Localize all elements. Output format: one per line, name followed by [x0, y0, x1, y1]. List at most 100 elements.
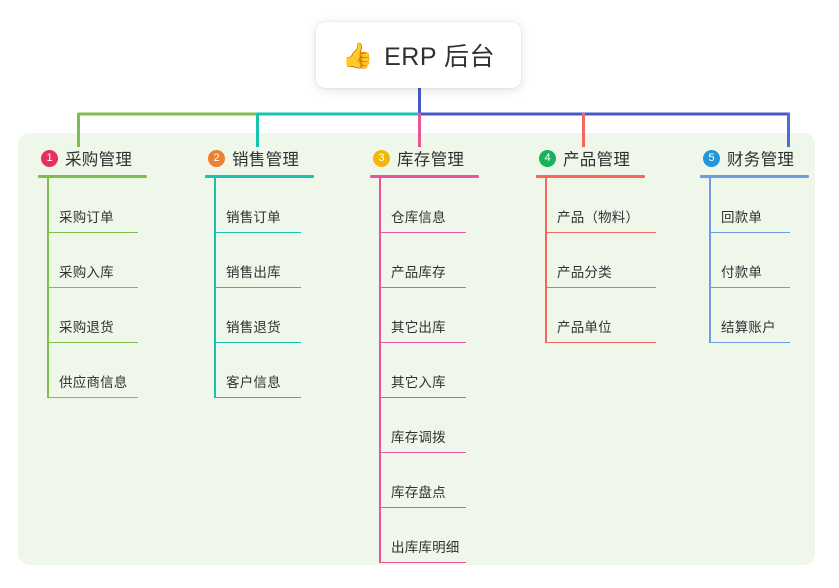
branch-spine: [545, 178, 547, 343]
branch-title: 库存管理: [397, 151, 465, 169]
leaf-node-underline: [546, 341, 656, 343]
branch-index-badge: 2: [208, 149, 225, 167]
branch-column: 5 财务管理回款单付款单结算账户: [700, 146, 809, 343]
leaf-node[interactable]: 其它入库: [370, 343, 479, 398]
leaf-node-label: 产品（物料）: [557, 210, 640, 225]
root-node[interactable]: 👍 ERP 后台: [316, 22, 521, 88]
branch-index-badge: 1: [41, 149, 58, 167]
leaf-node[interactable]: 销售退货: [205, 288, 314, 343]
branch-column: 3 库存管理仓库信息产品库存其它出库其它入库库存调拨库存盘点出库库明细: [370, 146, 479, 563]
branch-header[interactable]: 1 采购管理: [38, 146, 147, 170]
leaf-node[interactable]: 其它出库: [370, 288, 479, 343]
branch-rule: [38, 175, 147, 178]
leaf-node[interactable]: 结算账户: [700, 288, 809, 343]
leaf-node-label: 结算账户: [721, 320, 776, 335]
leaf-node-underline: [215, 231, 301, 233]
leaf-node-label: 其它入库: [391, 375, 446, 390]
leaf-node[interactable]: 采购入库: [38, 233, 147, 288]
leaf-node-label: 其它出库: [391, 320, 446, 335]
leaf-node-label: 付款单: [721, 265, 763, 280]
leaf-node-underline: [546, 231, 656, 233]
leaf-node-underline: [710, 231, 790, 233]
leaf-node-underline: [48, 231, 138, 233]
leaf-node[interactable]: 产品分类: [536, 233, 656, 288]
branch-title: 财务管理: [727, 151, 795, 169]
thumbs-up-icon: 👍: [341, 41, 374, 70]
branch-spine: [379, 178, 381, 563]
leaf-node[interactable]: 采购退货: [38, 288, 147, 343]
leaf-node-underline: [380, 396, 466, 398]
leaf-node-label: 库存盘点: [391, 485, 446, 500]
leaf-node-underline: [215, 396, 301, 398]
leaf-node-label: 采购入库: [59, 265, 114, 280]
branch-header[interactable]: 3 库存管理: [370, 146, 479, 170]
branch-title: 采购管理: [65, 151, 133, 169]
leaf-node-label: 销售退货: [226, 320, 281, 335]
leaf-node-underline: [380, 286, 466, 288]
branch-leaf-list: 采购订单采购入库采购退货供应商信息: [38, 178, 147, 398]
leaf-node-underline: [710, 341, 790, 343]
branch-leaf-list: 产品（物料） 产品分类产品单位: [536, 178, 656, 343]
branches-panel: [18, 133, 815, 565]
leaf-node-label: 仓库信息: [391, 210, 446, 225]
leaf-node-label: 供应商信息: [59, 375, 128, 390]
branch-column: 2 销售管理销售订单销售出库销售退货客户信息: [205, 146, 314, 398]
leaf-node-label: 采购退货: [59, 320, 114, 335]
leaf-node[interactable]: 产品（物料）: [536, 178, 656, 233]
branch-header[interactable]: 5 财务管理: [700, 146, 809, 170]
leaf-node-underline: [215, 341, 301, 343]
leaf-node-underline: [48, 396, 138, 398]
leaf-node-underline: [380, 451, 466, 453]
leaf-node-underline: [710, 286, 790, 288]
leaf-node-label: 回款单: [721, 210, 763, 225]
branch-rule: [370, 175, 479, 178]
leaf-node-underline: [380, 231, 466, 233]
branch-title: 销售管理: [232, 151, 300, 169]
branch-index-badge: 5: [703, 149, 720, 167]
branch-title: 产品管理: [563, 151, 631, 169]
leaf-node[interactable]: 采购订单: [38, 178, 147, 233]
branch-spine: [709, 178, 711, 343]
branch-leaf-list: 回款单付款单结算账户: [700, 178, 809, 343]
leaf-node[interactable]: 销售出库: [205, 233, 314, 288]
leaf-node-label: 产品单位: [557, 320, 612, 335]
branch-column: 1 采购管理采购订单采购入库采购退货供应商信息: [38, 146, 147, 398]
leaf-node-label: 客户信息: [226, 375, 281, 390]
root-node-label: ERP 后台: [384, 43, 496, 71]
branch-index-badge: 3: [373, 149, 390, 167]
branch-header[interactable]: 2 销售管理: [205, 146, 314, 170]
branch-column: 4 产品管理产品（物料） 产品分类产品单位: [536, 146, 656, 343]
leaf-node[interactable]: 产品库存: [370, 233, 479, 288]
leaf-node[interactable]: 产品单位: [536, 288, 656, 343]
branch-leaf-list: 销售订单销售出库销售退货客户信息: [205, 178, 314, 398]
branch-rule: [205, 175, 314, 178]
leaf-node[interactable]: 出库库明细: [370, 508, 479, 563]
leaf-node-underline: [48, 286, 138, 288]
leaf-node-label: 出库库明细: [391, 540, 460, 555]
leaf-node-label: 产品分类: [557, 265, 612, 280]
leaf-node-underline: [380, 561, 466, 563]
branch-index-badge: 4: [539, 149, 556, 167]
branch-spine: [214, 178, 216, 398]
leaf-node[interactable]: 供应商信息: [38, 343, 147, 398]
leaf-node[interactable]: 销售订单: [205, 178, 314, 233]
branch-header[interactable]: 4 产品管理: [536, 146, 645, 170]
leaf-node-label: 销售出库: [226, 265, 281, 280]
leaf-node[interactable]: 回款单: [700, 178, 809, 233]
leaf-node-underline: [215, 286, 301, 288]
leaf-node[interactable]: 库存调拨: [370, 398, 479, 453]
leaf-node-label: 采购订单: [59, 210, 114, 225]
leaf-node[interactable]: 客户信息: [205, 343, 314, 398]
leaf-node-label: 产品库存: [391, 265, 446, 280]
leaf-node-underline: [48, 341, 138, 343]
branch-leaf-list: 仓库信息产品库存其它出库其它入库库存调拨库存盘点出库库明细: [370, 178, 479, 563]
leaf-node-underline: [380, 506, 466, 508]
leaf-node[interactable]: 库存盘点: [370, 453, 479, 508]
leaf-node-label: 销售订单: [226, 210, 281, 225]
leaf-node-label: 库存调拨: [391, 430, 446, 445]
branch-spine: [47, 178, 49, 398]
leaf-node[interactable]: 仓库信息: [370, 178, 479, 233]
leaf-node[interactable]: 付款单: [700, 233, 809, 288]
branch-rule: [700, 175, 809, 178]
